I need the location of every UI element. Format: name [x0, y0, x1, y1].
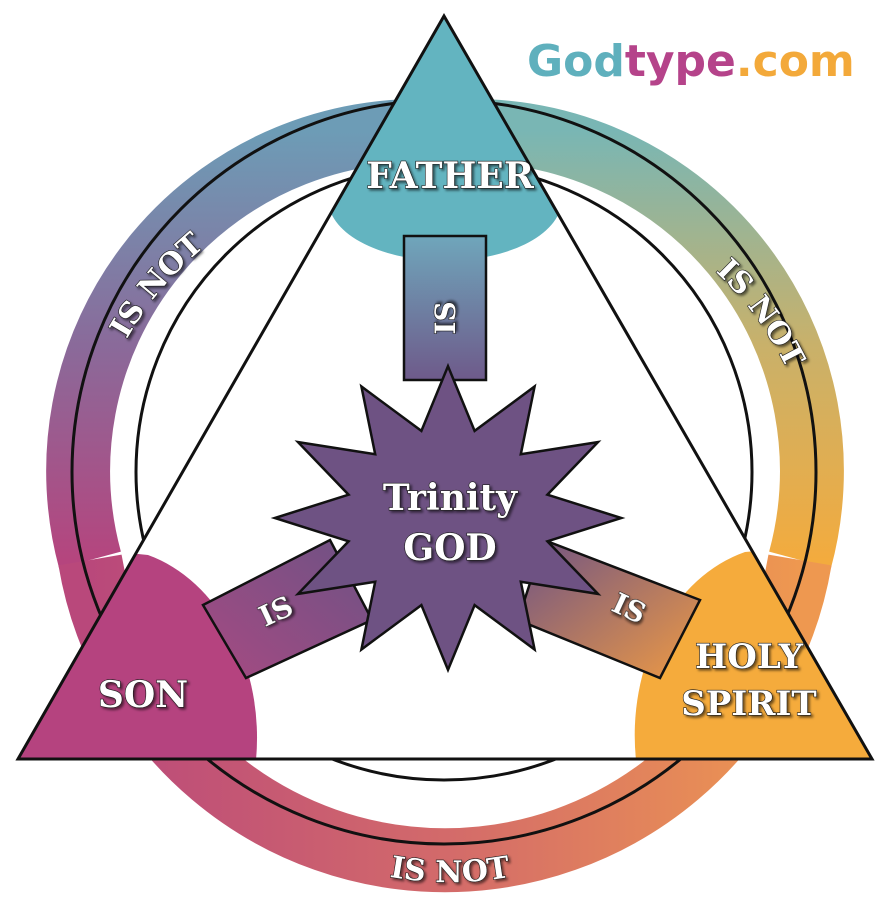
arm-father — [402, 234, 488, 382]
father-label: FATHER — [366, 155, 535, 197]
center-label-line1: Trinity — [383, 477, 518, 519]
brand-com: .com — [736, 36, 855, 87]
triangle-outline — [15, 12, 875, 761]
brand-god: God — [527, 36, 625, 87]
spirit-label-line2: SPIRIT — [681, 684, 817, 724]
son-label: SON — [98, 674, 188, 716]
is-not-bottom-text: IS NOT — [387, 849, 513, 890]
trinity-starburst — [270, 362, 626, 674]
brand-type: type — [625, 36, 736, 87]
is-not-bottom-label: IS NOT — [388, 850, 513, 890]
is-father-label: IS — [429, 301, 462, 334]
spirit-label-line1: HOLY — [695, 637, 803, 677]
brand-logo: Godtype.com — [527, 36, 855, 87]
center-label-line2: GOD — [403, 527, 496, 569]
